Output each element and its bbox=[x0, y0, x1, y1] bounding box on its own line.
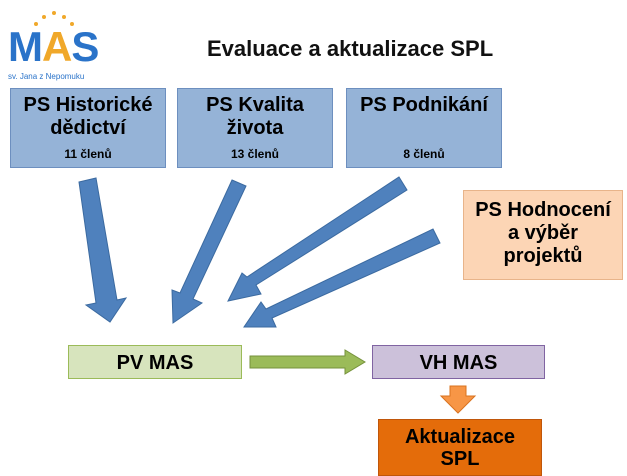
pv-mas-box: PV MAS bbox=[68, 345, 242, 379]
aktualizace-spl-box: Aktualizace SPL bbox=[378, 419, 542, 476]
ps-kvalita-count: 13 členů bbox=[230, 147, 280, 161]
vh-mas-label: VH MAS bbox=[419, 352, 498, 374]
logo-stars-icon bbox=[34, 11, 74, 26]
ps-hodnoceni-line1: PS Hodnocení bbox=[475, 199, 611, 221]
ps-kvalita-line2: života bbox=[226, 117, 284, 139]
arrow-vh-to-aktualizace bbox=[439, 385, 477, 414]
ps-kvalita-box: PS Kvalita života 13 členů bbox=[177, 88, 333, 168]
ps-historicke-line1: PS Historické bbox=[23, 94, 153, 116]
ps-hodnoceni-box: PS Hodnocení a výběr projektů bbox=[463, 190, 623, 280]
ps-historicke-line2: dědictví bbox=[50, 117, 126, 139]
ps-historicke-box: PS Historické dědictví 11 členů bbox=[10, 88, 166, 168]
page-title: Evaluace a aktualizace SPL bbox=[207, 36, 494, 61]
logo-tagline: sv. Jana z Nepomuku bbox=[8, 72, 85, 81]
mas-logo: MAS sv. Jana z Nepomuku bbox=[6, 8, 106, 86]
arrow-kvalita-to-pv bbox=[171, 179, 247, 324]
logo-text: MAS bbox=[8, 23, 99, 70]
ps-hodnoceni-line3: projektů bbox=[503, 245, 583, 267]
aktualizace-line2: SPL bbox=[440, 448, 480, 470]
ps-historicke-count: 11 členů bbox=[64, 147, 112, 161]
arrow-hodnoceni-to-pv bbox=[243, 228, 441, 328]
ps-podnikani-line1: PS Podnikání bbox=[360, 94, 488, 116]
arrow-podnikani-to-pv bbox=[227, 176, 408, 302]
ps-podnikani-box: PS Podnikání 8 členů bbox=[346, 88, 502, 168]
vh-mas-box: VH MAS bbox=[372, 345, 545, 379]
ps-hodnoceni-line2: a výběr bbox=[507, 222, 579, 244]
aktualizace-line1: Aktualizace bbox=[404, 426, 516, 448]
ps-kvalita-line1: PS Kvalita bbox=[206, 94, 304, 116]
ps-podnikani-count: 8 členů bbox=[403, 147, 445, 161]
pv-mas-label: PV MAS bbox=[116, 352, 194, 374]
arrow-historicke-to-pv bbox=[78, 177, 128, 323]
arrow-pv-to-vh bbox=[249, 349, 366, 375]
